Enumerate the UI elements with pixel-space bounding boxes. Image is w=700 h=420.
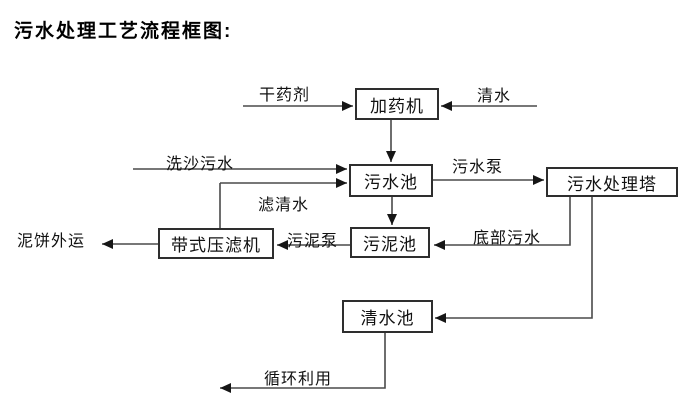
edge-label-recycle-use: 循环利用: [264, 371, 333, 388]
edge-label-sand-washing-sewage: 洗沙污水: [166, 156, 235, 173]
edge-label-bottom-sewage: 底部污水: [473, 230, 542, 247]
arrow-tower-to-clean-water-pool: [435, 197, 593, 323]
edge-label-sewage-pump: 污水泵: [452, 159, 504, 176]
edge-label-sludge-pump: 污泥泵: [287, 233, 339, 250]
node-sewage-pool: 污水池: [349, 164, 433, 197]
node-clean-water-pool: 清水池: [342, 300, 433, 333]
node-belt-filter-press: 带式压滤机: [158, 228, 274, 259]
edge-label-mud-cake-out: 泥饼外运: [17, 233, 86, 250]
page-title: 污水处理工艺流程框图:: [14, 21, 233, 42]
edge-label-filtered-water: 滤清水: [258, 197, 310, 214]
node-treatment-tower: 污水处理塔: [546, 167, 678, 197]
edge-label-clean-water: 清水: [477, 88, 512, 105]
node-dosing-machine: 加药机: [355, 88, 439, 120]
edge-label-dry-agent: 干药剂: [259, 87, 311, 104]
node-sludge-pool: 污泥池: [350, 227, 430, 258]
